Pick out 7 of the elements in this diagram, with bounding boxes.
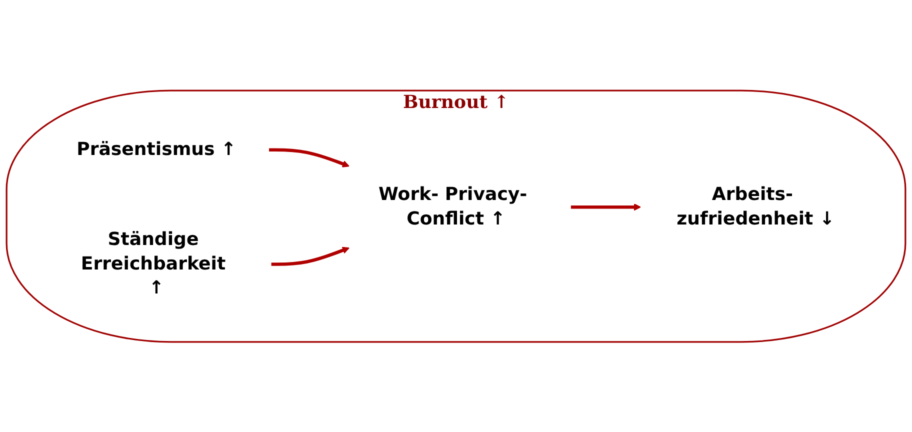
node-text: Präsentismus ↑ bbox=[76, 139, 236, 160]
node-text: Work- Privacy- Conflict ↑ bbox=[378, 184, 528, 230]
arrow bbox=[269, 148, 350, 168]
node-text: Arbeits- zufriedenheit ↓ bbox=[676, 184, 835, 230]
arrow bbox=[271, 246, 350, 266]
node-text: Ständige Erreichbarkeit ↑ bbox=[80, 229, 226, 298]
arrow bbox=[570, 203, 642, 210]
